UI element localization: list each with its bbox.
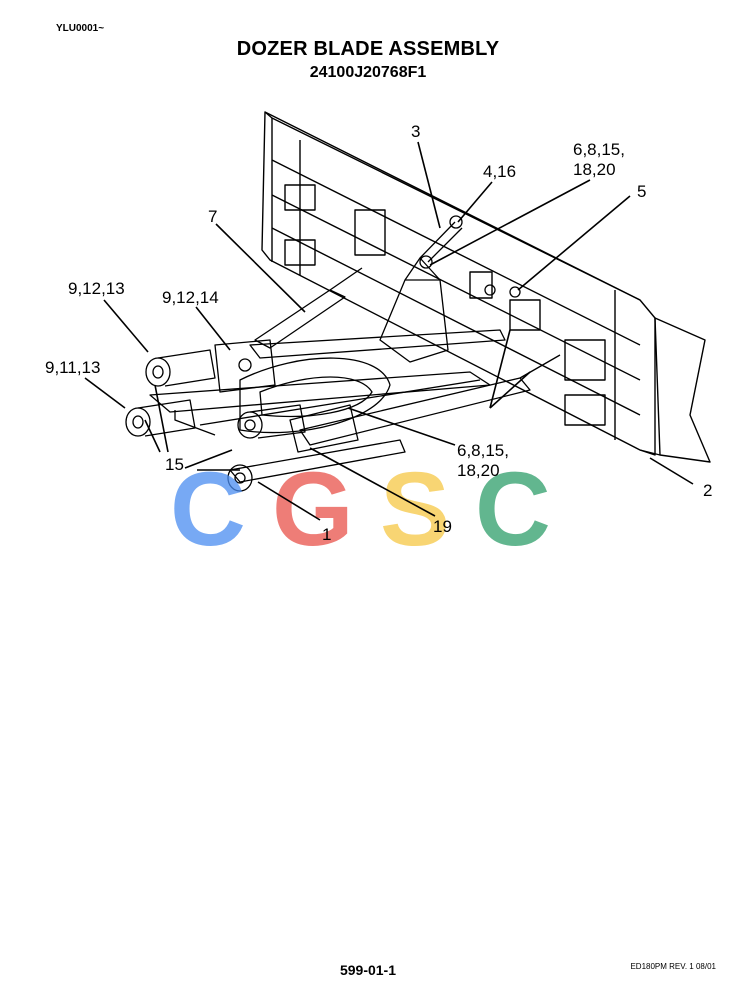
callout-labels: 3 4,16 6,8,15, 18,20 5 7 9,12,13 9,12,14… [45, 122, 712, 544]
page-title: DOZER BLADE ASSEMBLY [236, 38, 500, 60]
callout-3: 3 [411, 122, 420, 141]
callout-6-mid-line1: 6,8,15, [457, 441, 509, 460]
callout-9-12-14: 9,12,14 [162, 288, 219, 307]
blade-outline [261, 111, 711, 463]
callout-9-12-13: 9,12,13 [68, 279, 125, 298]
callout-2: 2 [703, 481, 712, 500]
watermark-letter-s: S [380, 451, 450, 568]
callout-7: 7 [208, 207, 217, 226]
callout-19: 19 [433, 517, 452, 536]
revision-note: ED180PM REV. 1 08/01 [630, 962, 716, 971]
callout-4-16: 4,16 [483, 162, 516, 181]
callout-15: 15 [165, 455, 184, 474]
page-number: 599-01-1 [339, 962, 397, 978]
callout-5: 5 [637, 182, 646, 201]
part-number: 24100J20768F1 [309, 64, 427, 81]
callout-6-top-line1: 6,8,15, [573, 140, 625, 159]
callout-6-top-line2: 18,20 [573, 160, 616, 179]
callout-9-11-13: 9,11,13 [45, 358, 100, 377]
leader-lines [84, 141, 694, 521]
callout-6-mid-line2: 18,20 [457, 461, 500, 480]
watermark: C G S C [170, 451, 551, 568]
watermark-letter-g: G [272, 451, 354, 568]
callout-1: 1 [322, 525, 331, 544]
document-id: YLU0001~ [56, 23, 105, 34]
watermark-letter-c2: C [475, 451, 551, 568]
